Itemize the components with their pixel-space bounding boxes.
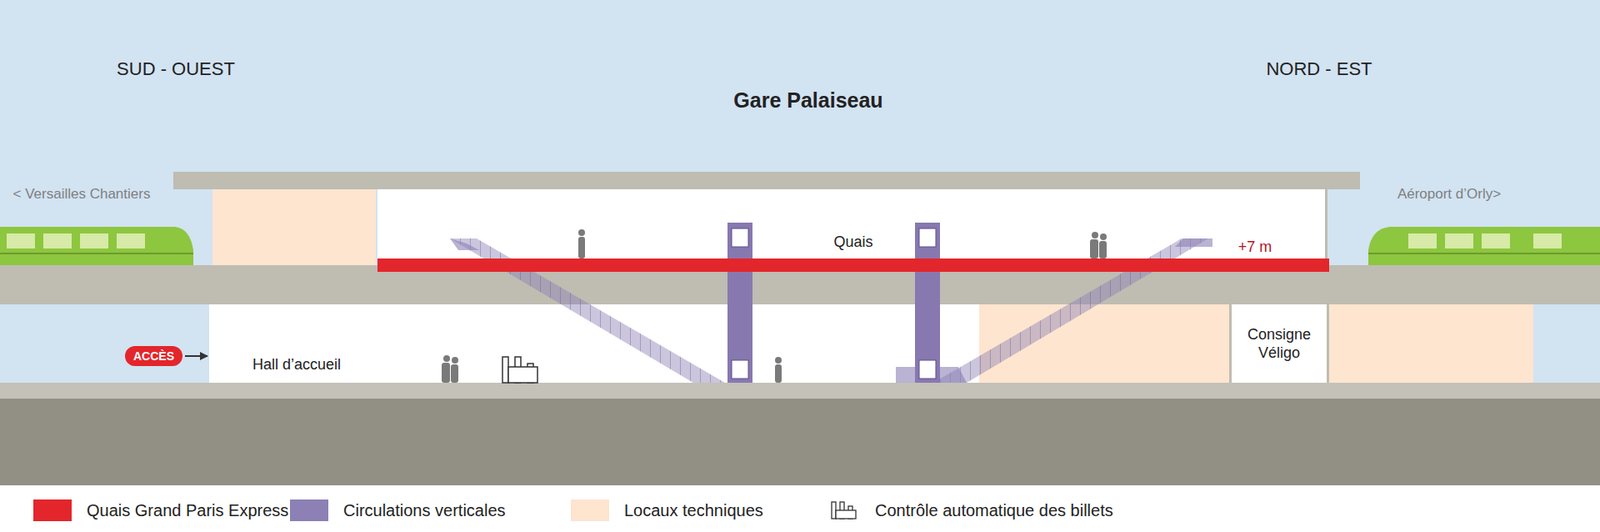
bike-storage-box: Consigne Véligo bbox=[1231, 304, 1327, 383]
legend-text: Circulations verticales bbox=[343, 500, 506, 520]
height-label: +7 m bbox=[1238, 238, 1273, 256]
node-text: Hall d’accueil bbox=[252, 355, 341, 375]
legend-item: Circulations verticales bbox=[290, 496, 506, 524]
destination-label: < Versailles Chantiers bbox=[13, 185, 151, 203]
legend-item: Quais Grand Paris Express bbox=[33, 496, 289, 524]
legend-text: Locaux techniques bbox=[624, 500, 764, 520]
legend-swatch bbox=[570, 499, 610, 521]
access-arrow bbox=[185, 355, 208, 357]
platform-band: Quais bbox=[377, 258, 1330, 272]
diagram-title: Gare Palaiseau bbox=[733, 88, 883, 113]
legend-swatch bbox=[290, 499, 329, 521]
direction-label: SUD - OUEST bbox=[116, 58, 235, 80]
destination-label: Aéroport d’Orly> bbox=[1397, 185, 1501, 203]
direction-label: NORD - EST bbox=[1265, 58, 1372, 80]
access-pill: ACCÈS bbox=[125, 345, 183, 366]
node-text: Consigne Véligo bbox=[1235, 325, 1324, 363]
node-text: ACCÈS bbox=[133, 349, 175, 363]
legend-text: Quais Grand Paris Express bbox=[86, 500, 289, 520]
legend-item: Contrôle automatique des billets bbox=[875, 496, 1114, 524]
legend-item: Locaux techniques bbox=[570, 496, 764, 524]
hall-area: Hall d’accueil bbox=[209, 304, 385, 383]
node-text: Quais bbox=[377, 233, 1330, 251]
legend-swatch bbox=[33, 499, 72, 521]
legend-text: Contrôle automatique des billets bbox=[875, 500, 1114, 520]
